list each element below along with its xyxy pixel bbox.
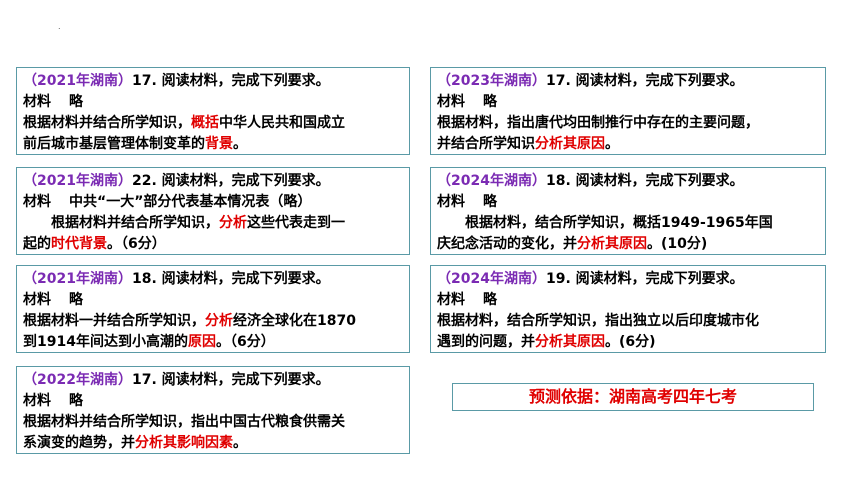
card-title: 19. 阅读材料，完成下列要求。 [545,271,744,287]
card-material: 材料 略 [23,290,403,311]
question-text: 。（6分） [215,334,275,350]
question-keyword: 分析其原因 [535,136,605,152]
question-text: 系演变的趋势，并 [23,435,135,451]
question-keyword: 背景 [205,136,233,152]
question-text: 。 [233,136,247,152]
question-keyword: 分析 [205,313,233,329]
question-card-2024-18: （2024年湖南）18. 阅读材料，完成下列要求。 材料 略 根据材料，结合所学知… [430,167,826,255]
question-keyword: 分析 [219,215,247,231]
question-text: 遇到的问题，并 [437,334,535,350]
card-material: 材料 略 [437,192,819,213]
card-title: 18. 阅读材料，完成下列要求。 [545,173,744,189]
card-material: 材料 略 [23,92,403,113]
card-title: 22. 阅读材料，完成下列要求。 [131,173,330,189]
card-header: （2023年湖南）17. 阅读材料，完成下列要求。 [437,71,819,92]
question-card-2021-17: （2021年湖南）17. 阅读材料，完成下列要求。 材料 略 根据材料并结合所学知… [16,67,410,155]
card-header: （2024年湖南）19. 阅读材料，完成下列要求。 [437,269,819,290]
card-year: （2024年湖南） [437,173,546,189]
question-text: 根据材料，指出唐代均田制推行中存在的主要问题， [437,115,759,131]
question-keyword: 分析其影响因素 [135,435,233,451]
material-text: 略 [483,194,497,210]
question-card-2021-18: （2021年湖南）18. 阅读材料，完成下列要求。 材料 略 根据材料一并结合所学… [16,265,410,353]
question-line-1: 根据材料并结合所学知识，概括中华人民共和国成立 [23,113,403,134]
question-text: 根据材料并结合所学知识，指出中国古代粮食供需关 [23,414,345,430]
question-text: 中华人民共和国成立 [219,115,345,131]
question-line-2: 庆纪念活动的变化，并分析其原因。(10分) [437,234,819,254]
question-text: 起的 [23,236,51,252]
question-text: 根据材料，结合所学知识，指出独立以后印度城市化 [437,313,759,329]
question-keyword: 概括 [191,115,219,131]
question-line-2: 遇到的问题，并分析其原因。(6分) [437,332,819,352]
card-material: 材料 略 [437,290,819,311]
card-header: （2024年湖南）18. 阅读材料，完成下列要求。 [437,171,819,192]
question-keyword: 分析其原因 [535,334,605,350]
card-material: 材料 中共“一大”部分代表基本情况表（略） [23,192,403,213]
page-mark: . [58,22,61,31]
card-year: （2021年湖南） [23,173,132,189]
question-line-2: 前后城市基层管理体制变革的背景。 [23,134,403,154]
question-card-2024-19: （2024年湖南）19. 阅读材料，完成下列要求。 材料 略 根据材料，结合所学知… [430,265,826,353]
card-year: （2021年湖南） [23,73,132,89]
material-text: 略 [69,292,83,308]
card-title: 17. 阅读材料，完成下列要求。 [545,73,744,89]
material-text: 略 [69,393,83,409]
question-text: 根据材料并结合所学知识， [23,115,191,131]
material-text: 略 [483,94,497,110]
material-text: 中共“一大”部分代表基本情况表（略） [69,194,312,210]
question-line-2: 到1914年间达到小高潮的原因。（6分） [23,332,403,352]
question-line-1: 根据材料，结合所学知识，概括1949-1965年国 [437,213,819,234]
question-line-1: 根据材料，结合所学知识，指出独立以后印度城市化 [437,311,819,332]
card-header: （2021年湖南）22. 阅读材料，完成下列要求。 [23,171,403,192]
question-text: 。 [233,435,247,451]
card-material: 材料 略 [23,391,403,412]
material-label: 材料 [437,292,465,308]
material-label: 材料 [23,194,51,210]
question-keyword: 原因 [187,334,216,350]
material-label: 材料 [437,94,465,110]
question-card-2022-17: （2022年湖南）17. 阅读材料，完成下列要求。 材料 略 根据材料并结合所学知… [16,366,410,454]
prediction-banner: 预测依据：湖南高考四年七考 [452,383,814,411]
question-card-2021-22: （2021年湖南）22. 阅读材料，完成下列要求。 材料 中共“一大”部分代表基本… [16,167,410,255]
card-material: 材料 略 [437,92,819,113]
question-line-1: 根据材料，指出唐代均田制推行中存在的主要问题， [437,113,819,134]
card-year: （2023年湖南） [437,73,546,89]
question-text: 。(10分) [647,236,708,252]
question-line-2: 并结合所学知识分析其原因。 [437,134,819,154]
question-line-2: 起的时代背景。（6分） [23,234,403,254]
question-text: 庆纪念活动的变化，并 [437,236,577,252]
question-text: 到1914年间达到小高潮的 [23,334,188,350]
card-header: （2021年湖南）17. 阅读材料，完成下列要求。 [23,71,403,92]
card-title: 17. 阅读材料，完成下列要求。 [131,73,330,89]
question-text: 根据材料并结合所学知识， [51,215,219,231]
material-label: 材料 [23,292,51,308]
question-card-2023-17: （2023年湖南）17. 阅读材料，完成下列要求。 材料 略 根据材料，指出唐代均… [430,67,826,155]
material-label: 材料 [437,194,465,210]
card-year: （2024年湖南） [437,271,546,287]
question-keyword: 时代背景 [51,236,107,252]
material-label: 材料 [23,94,51,110]
question-text: 。 [605,136,619,152]
card-title: 18. 阅读材料，完成下列要求。 [131,271,330,287]
question-text: 根据材料，结合所学知识，概括1949-1965年国 [465,215,773,231]
question-line-1: 根据材料一并结合所学知识，分析经济全球化在1870 [23,311,403,332]
question-keyword: 分析其原因 [577,236,647,252]
question-text: 。(6分) [605,334,656,350]
card-year: （2022年湖南） [23,372,132,388]
question-text: 根据材料一并结合所学知识， [23,313,205,329]
question-line-2: 系演变的趋势，并分析其影响因素。 [23,433,403,453]
question-text: 并结合所学知识 [437,136,535,152]
material-text: 略 [483,292,497,308]
question-text: 。（6分） [107,236,166,252]
material-label: 材料 [23,393,51,409]
question-text: 经济全球化在1870 [233,313,356,329]
question-line-1: 根据材料并结合所学知识，指出中国古代粮食供需关 [23,412,403,433]
card-header: （2022年湖南）17. 阅读材料，完成下列要求。 [23,370,403,391]
question-text: 前后城市基层管理体制变革的 [23,136,205,152]
card-title: 17. 阅读材料，完成下列要求。 [131,372,330,388]
card-year: （2021年湖南） [23,271,132,287]
question-line-1: 根据材料并结合所学知识，分析这些代表走到一 [23,213,403,234]
material-text: 略 [69,94,83,110]
card-header: （2021年湖南）18. 阅读材料，完成下列要求。 [23,269,403,290]
question-text: 这些代表走到一 [247,215,345,231]
